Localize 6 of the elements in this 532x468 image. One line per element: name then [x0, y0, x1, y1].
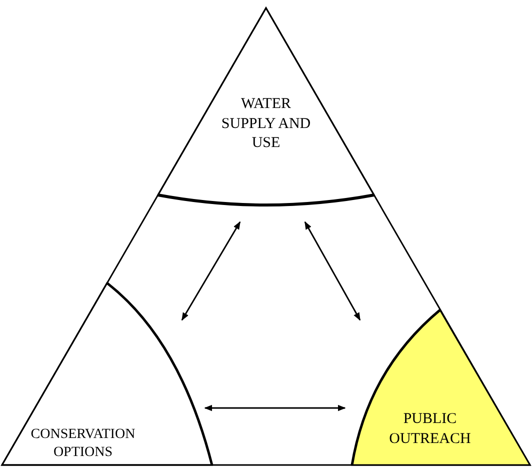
region-label: PUBLIC OUTREACH — [388, 410, 472, 448]
region-label: CONSERVATION OPTIONS — [30, 426, 136, 462]
double-arrow — [181, 221, 241, 321]
region-label: WATER SUPPLY AND USE — [221, 95, 311, 153]
double-arrow — [204, 404, 346, 412]
double-arrow — [304, 221, 361, 321]
